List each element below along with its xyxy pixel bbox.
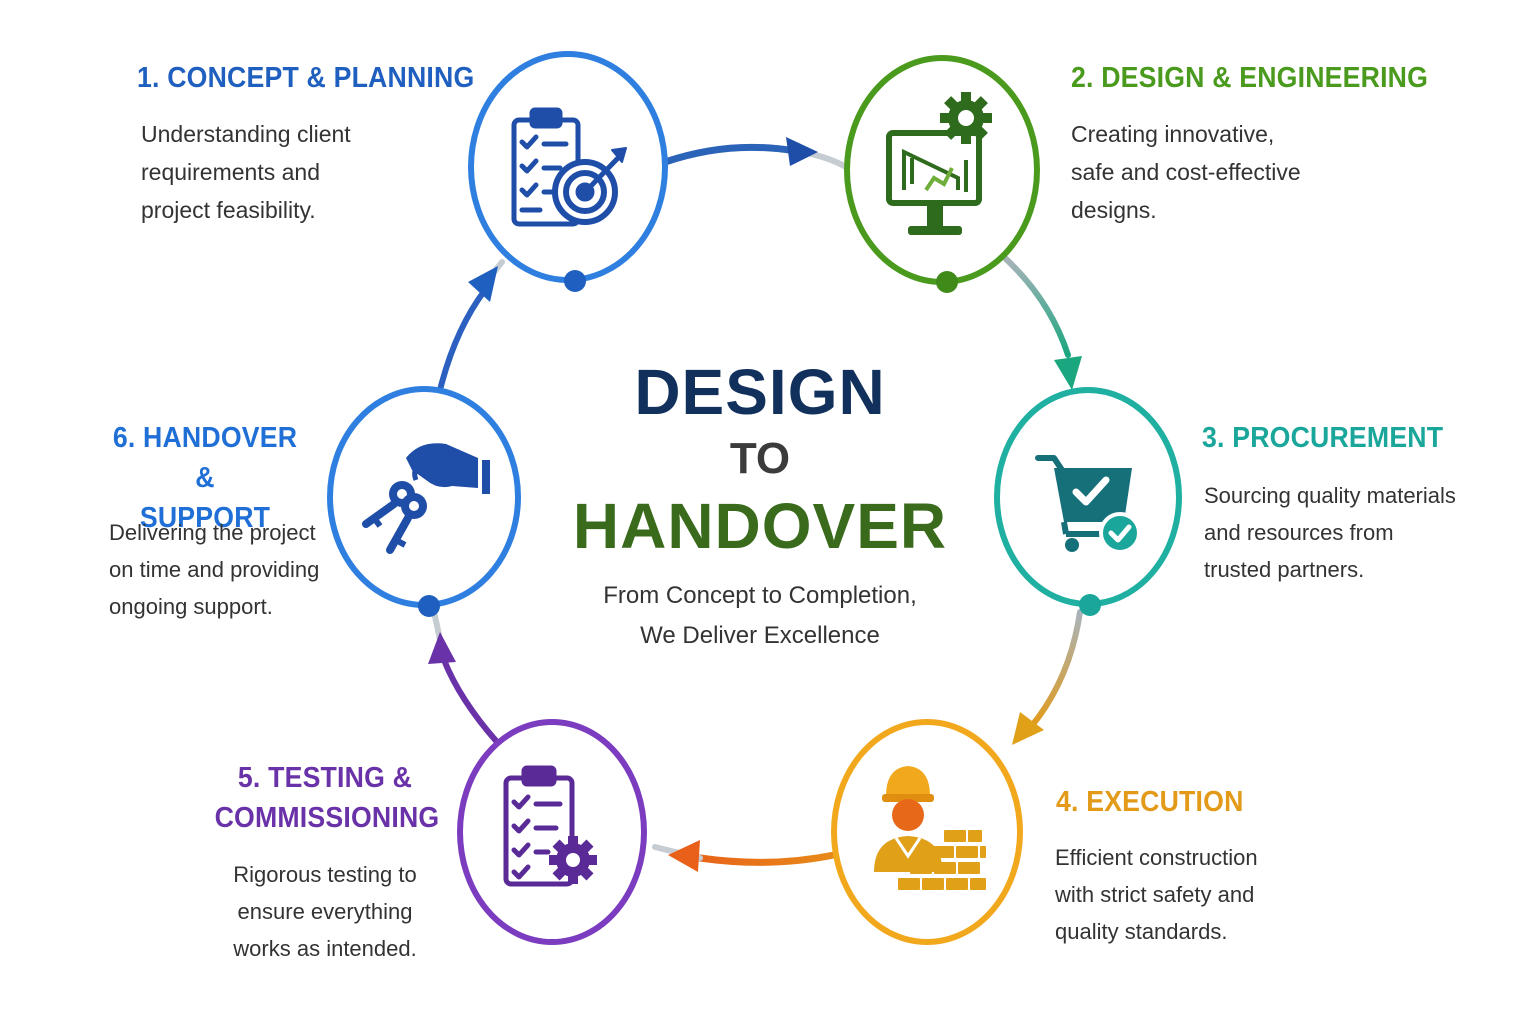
stage-5-desc-line: works as intended. (233, 936, 417, 961)
arrowhead-icon (1054, 356, 1082, 390)
tagline-line-1: From Concept to Completion, (603, 582, 917, 609)
stage-5-description: Rigorous testing to ensure everything wo… (200, 856, 450, 967)
stage-4-title: 4. EXECUTION (1056, 786, 1244, 818)
stage-4-desc-line: quality standards. (1055, 919, 1228, 944)
tagline-line-2: We Deliver Excellence (640, 622, 880, 649)
stage-5-desc-line: ensure everything (237, 899, 413, 924)
clipboard-target-icon (511, 107, 627, 227)
gear-icon (549, 836, 597, 884)
checklist-gear-icon (503, 765, 597, 887)
arrowhead-icon (428, 632, 456, 664)
gear-icon (940, 92, 992, 144)
stage-6-desc-line: on time and providing (109, 557, 320, 582)
stage-3-desc-line: trusted partners. (1204, 557, 1365, 582)
arrowhead-icon (1012, 712, 1044, 745)
stage-3-desc-line: Sourcing quality materials (1204, 483, 1456, 508)
stage-6-desc-line: ongoing support. (109, 594, 273, 619)
hand-keys-icon (362, 443, 490, 554)
connector-3-to-4 (1012, 609, 1083, 745)
connector-1-to-2 (661, 137, 851, 171)
stage-6-node (327, 386, 521, 617)
stage-1-node (468, 51, 668, 292)
monitor-gear-icon (886, 92, 992, 235)
stage-6-title-line-1: 6. HANDOVER & (112, 422, 298, 494)
stage-4-node (831, 719, 1023, 945)
shopping-cart-check-icon (1035, 455, 1141, 554)
arrowhead-icon (468, 266, 498, 302)
stage-6-description: Delivering the project on time and provi… (109, 514, 319, 625)
stage-3-title: 3. PROCUREMENT (1202, 422, 1444, 454)
stage-2-description: Creating innovative, safe and cost-effec… (1071, 115, 1301, 229)
hero-title: DESIGN TO HANDOVER (560, 355, 960, 563)
stage-2-desc-line: designs. (1071, 197, 1157, 223)
hero-title-design: DESIGN (634, 356, 886, 428)
stage-6-title: 6. HANDOVER & SUPPORT (104, 418, 306, 538)
stage-2-desc-line: Creating innovative, (1071, 121, 1275, 147)
stage-1-desc-line: project feasibility. (141, 197, 316, 223)
connector-2-to-3 (1002, 255, 1082, 390)
stage-2-desc-line: safe and cost-effective (1071, 159, 1301, 185)
stage-3-desc-line: and resources from (1204, 520, 1394, 545)
stage-6-desc-line: Delivering the project (109, 520, 316, 545)
stage-4-description: Efficient construction with strict safet… (1055, 839, 1258, 950)
connector-4-to-5 (652, 840, 838, 872)
arrowhead-icon (668, 840, 700, 872)
stage-2-node (844, 55, 1040, 293)
stage-5-title: 5. TESTING & COMMISSIONING (214, 758, 440, 838)
stage-3-description: Sourcing quality materials and resources… (1204, 477, 1456, 588)
stage-5-title-line-2: COMMISSIONING (214, 802, 440, 834)
construction-worker-bricks-icon (874, 766, 986, 890)
stage-1-description: Understanding client requirements and pr… (141, 115, 351, 229)
connector-5-to-6 (428, 609, 500, 745)
stage-5-desc-line: Rigorous testing to (233, 862, 417, 887)
stage-6-title-line-2: SUPPORT (139, 502, 271, 534)
arrowhead-icon (786, 137, 818, 166)
stage-1-title: 1. CONCEPT & PLANNING (137, 62, 475, 94)
stage-3-node (994, 387, 1182, 616)
connector-6-to-1 (437, 259, 505, 393)
stage-1-desc-line: requirements and (141, 159, 320, 185)
stage-5-node (457, 719, 647, 945)
stage-1-desc-line: Understanding client (141, 121, 351, 147)
stage-4-desc-line: with strict safety and (1055, 882, 1255, 907)
stage-4-desc-line: Efficient construction (1055, 845, 1258, 870)
stage-5-title-line-1: 5. TESTING & (237, 762, 413, 794)
hero-title-handover: HANDOVER (572, 490, 948, 562)
hero-title-to: TO (729, 434, 791, 483)
stage-2-title: 2. DESIGN & ENGINEERING (1071, 62, 1429, 94)
tagline: From Concept to Completion, We Deliver E… (560, 576, 960, 656)
